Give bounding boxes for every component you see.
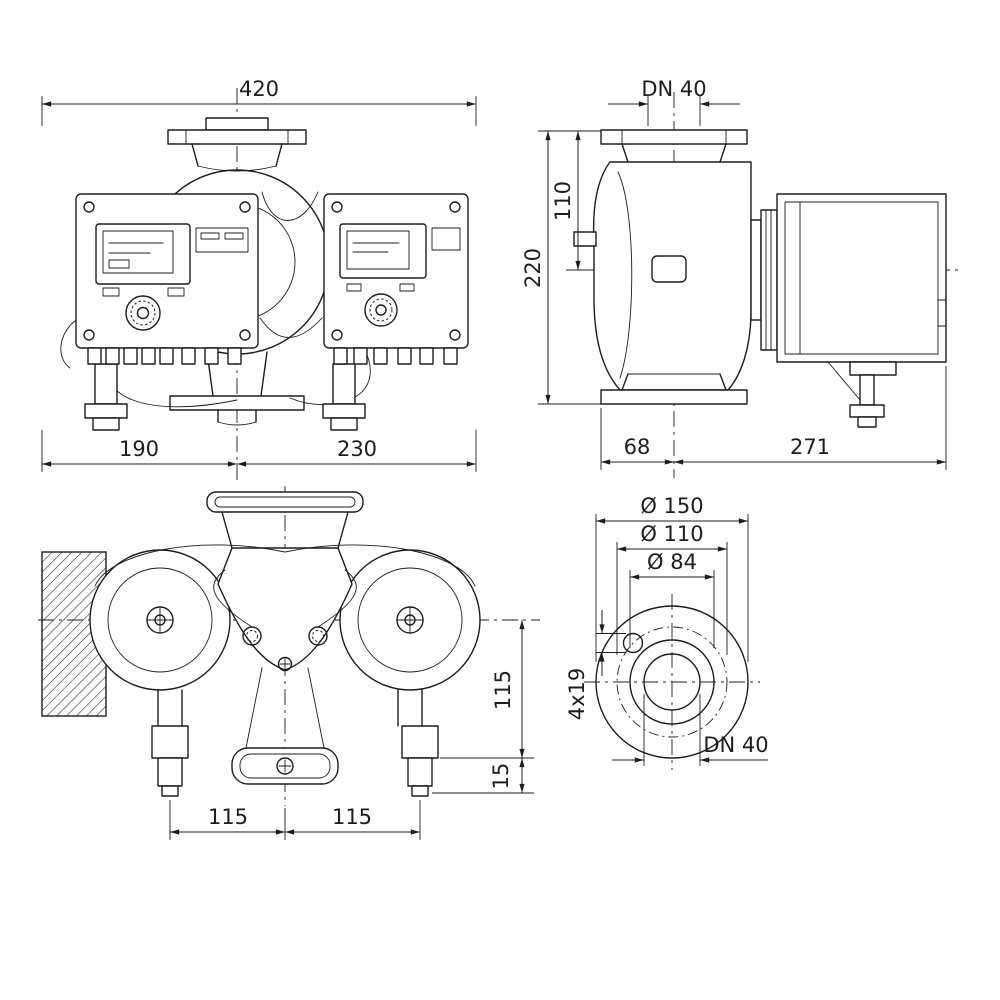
side-volute [573,161,752,391]
top-right-foot [397,689,439,797]
front-right-control-module [323,193,469,365]
front-left-control-module [75,193,259,365]
terminal-box [849,361,897,376]
dim-label-dn40-top: DN 40 [641,77,706,101]
display-frame [95,223,191,285]
cable-glands [87,347,242,365]
dim-label-115-vertical: 115 [491,670,515,710]
dim-side-nominal: DN 40 [608,77,740,126]
top-left-foot [151,689,189,797]
button [167,287,185,297]
flange-raised-face-circle [629,639,715,725]
dim-front-foot-spacing: 190 230 [41,430,477,472]
button [102,287,120,297]
dim-label-271: 271 [790,435,830,459]
flange-bolt-circle [616,626,728,738]
dim-label-420: 420 [239,77,279,101]
top-cables [94,544,476,628]
dim-label-220: 220 [521,248,545,288]
dim-top-bottom: 115 115 [169,800,421,840]
side-bottom-flange [600,373,748,405]
cable-glands [333,347,458,365]
top-central-housing [217,547,353,672]
top-view: 115 15 115 115 [38,486,540,840]
flange-bolt-hole [622,632,644,654]
top-discharge-flange [231,667,339,785]
dim-label-115-right: 115 [332,805,372,829]
dim-label-110: 110 [551,181,575,221]
control-knob [364,293,398,327]
dim-flange-nominal: DN 40 [612,694,769,766]
display-screen [102,230,174,274]
dim-label-dia150: Ø 150 [640,494,703,518]
dim-label-dia110: Ø 110 [640,522,703,546]
gauge-port [573,231,597,247]
dim-side-depths: 68 271 [600,366,947,470]
rating-plate [431,227,461,251]
dim-label-230: 230 [337,437,377,461]
top-suction-flange [206,491,364,549]
control-knob [125,295,161,331]
front-right-foot [322,363,366,431]
top-left-motor [89,549,231,691]
button [346,283,362,292]
dim-flange-diameters: Ø 150 Ø 110 Ø 84 [595,494,749,662]
button [399,283,415,292]
dim-label-68: 68 [624,435,651,459]
electronics-housing [776,193,947,363]
front-top-flange [167,117,307,172]
flange-outer-circle [595,605,749,759]
dim-label-15: 15 [489,763,513,790]
dim-label-dia84: Ø 84 [647,550,697,574]
dim-label-190: 190 [119,437,159,461]
side-top-flange [600,129,748,163]
side-support-foot [827,361,885,428]
center-plug [277,656,293,672]
dim-flange-bolt-holes: 4x19 [565,610,626,720]
rating-plate [195,227,249,253]
side-view: DN 40 110 220 68 271 [521,77,958,478]
motor-fins [760,209,778,351]
front-bottom-flange [169,351,305,426]
display-screen [346,230,410,270]
flange-circles [595,605,749,759]
dim-side-heights: 110 220 [521,130,601,405]
top-right-motor [339,549,481,691]
display-frame [339,223,427,279]
dim-top-right: 115 15 [432,620,534,794]
port-marking [651,255,687,283]
flange-view: Ø 150 Ø 110 Ø 84 4x19 DN 40 [565,494,769,770]
dim-front-overall-width: 420 [41,77,477,126]
front-left-foot [84,363,128,431]
front-view: 420 190 230 [41,77,477,480]
dim-label-115-left: 115 [208,805,248,829]
motor-flange-ring [750,219,762,321]
side-motor-module [750,193,947,376]
flange-bore-circle [643,653,701,711]
dim-label-4x19: 4x19 [565,668,589,721]
dim-label-dn40-bottom: DN 40 [703,733,768,757]
